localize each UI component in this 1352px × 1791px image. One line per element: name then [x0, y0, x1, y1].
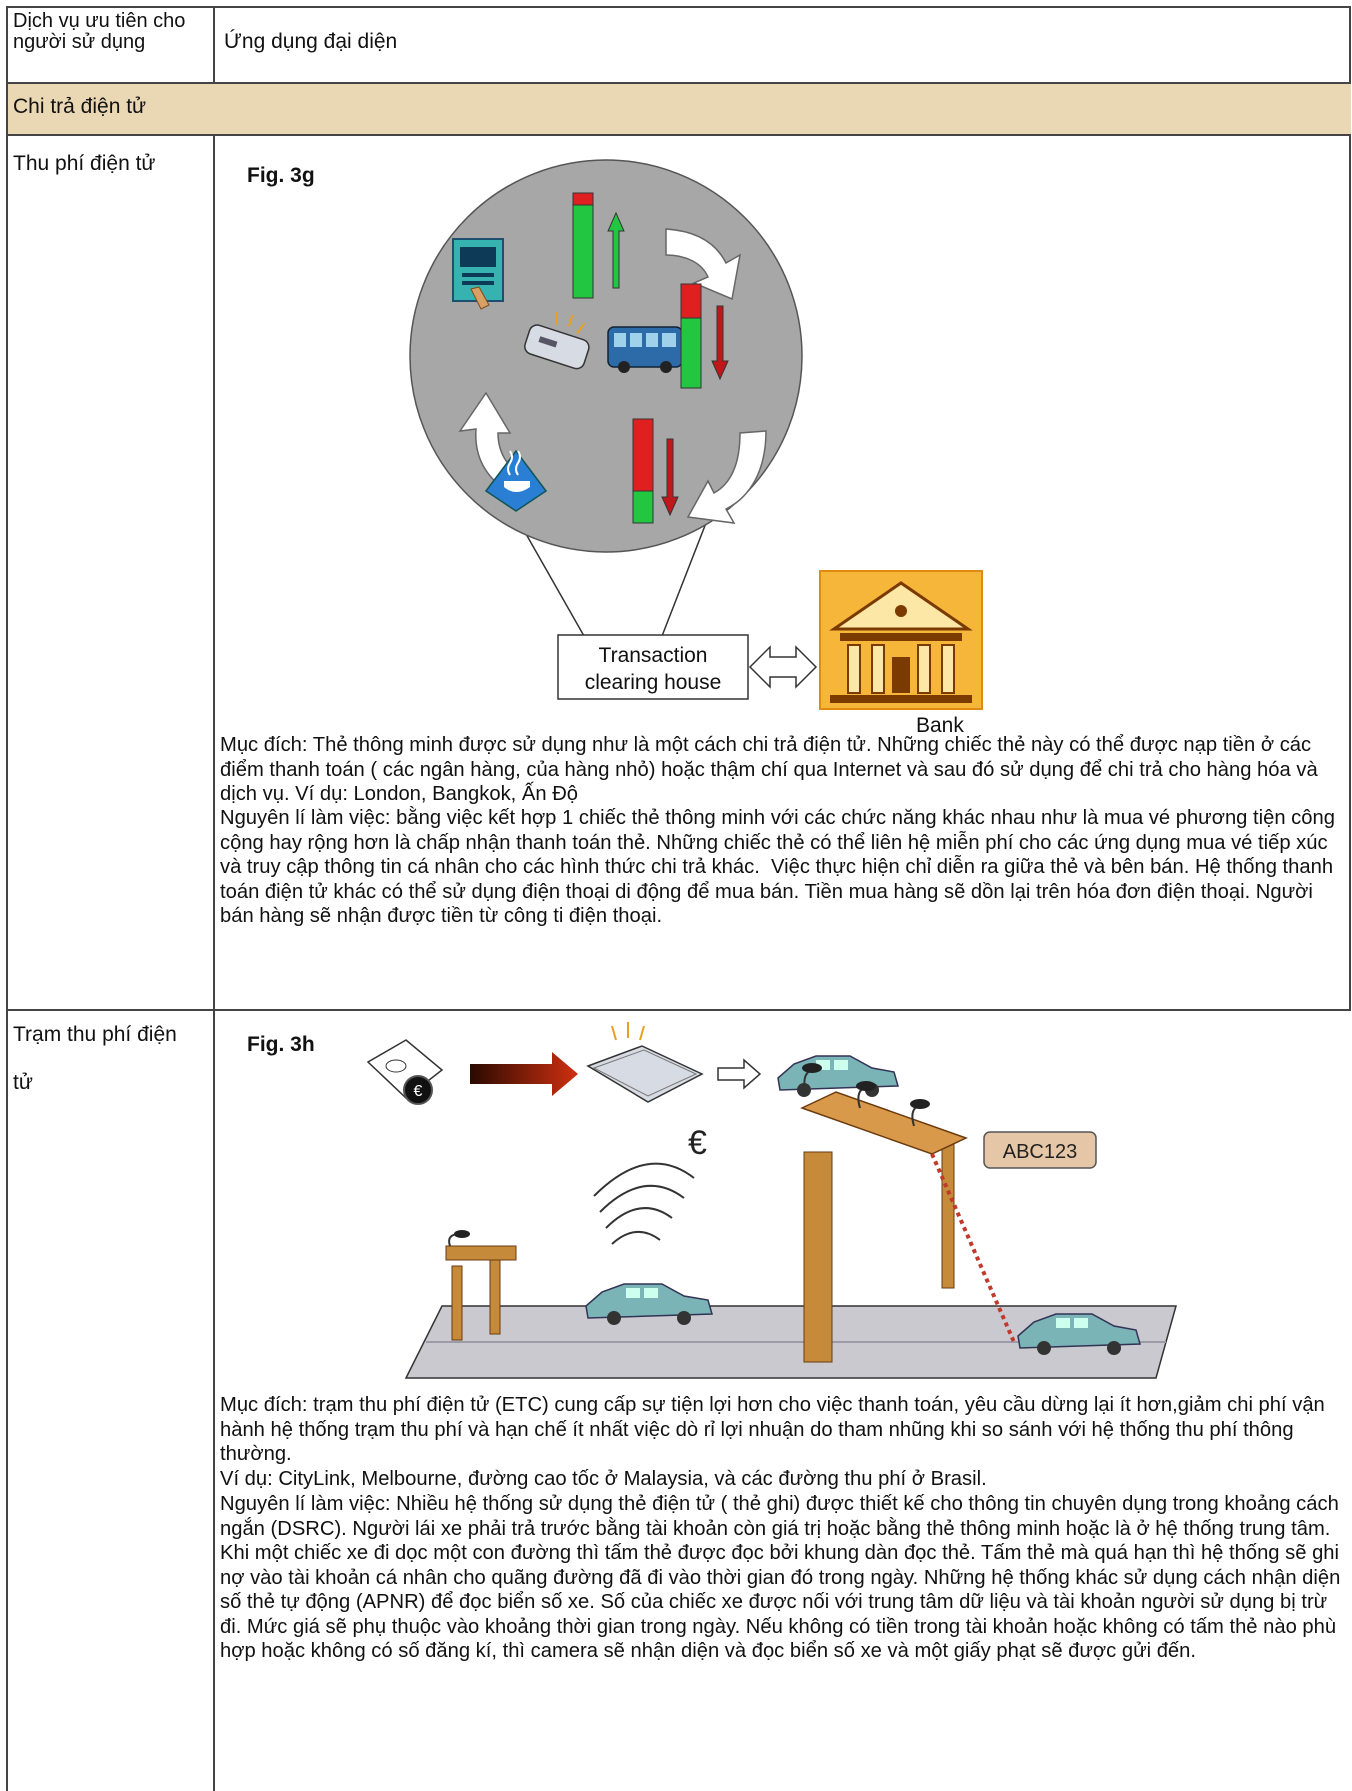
fig-3h-label: Fig. 3h — [247, 1033, 315, 1056]
cycle-arrow-topright-icon — [665, 228, 742, 301]
big-gantry-icon — [800, 1063, 968, 1363]
table-border-row1 — [6, 1009, 1351, 1011]
column-divider-upper — [213, 6, 215, 84]
money-icon: € — [366, 1039, 444, 1105]
clearing-house-box — [557, 634, 749, 700]
small-arrow-icon — [717, 1058, 762, 1090]
column-divider-lower — [213, 134, 215, 1791]
smart-card-icon — [524, 312, 590, 370]
arrow-down-red-icon — [711, 305, 729, 381]
fig-3g-label: Fig. 3g — [247, 164, 315, 187]
cycle-arrow-bottomright-icon — [686, 430, 767, 524]
row2-label-line1: Trạm thu phí điện — [13, 1023, 177, 1046]
camera-beam-line — [930, 1153, 1016, 1343]
smart-card-icon-2 — [586, 1022, 704, 1103]
arrow-up-green-icon — [607, 211, 625, 289]
row1-label: Thu phí điện tử — [13, 152, 156, 175]
wireless-signal-icon — [593, 1162, 695, 1245]
document-table: Dịch vụ ưu tiên cho người sử dụng Ứng dụ… — [6, 6, 1351, 1791]
car-icon-2 — [585, 1283, 713, 1325]
table-border-header — [6, 82, 1351, 84]
row1-paragraph-2: Nguyên lí làm việc: bằng việc kết hợp 1 … — [220, 807, 1341, 927]
fig-3g-diagram: Transaction clearing house Bank — [409, 159, 983, 737]
arrow-down-red-icon-2 — [661, 438, 679, 517]
row2-paragraph-1: Mục đích: trạm thu phí điện tử (ETC) cun… — [220, 1394, 1331, 1465]
double-arrow-icon — [748, 645, 818, 689]
license-plate-box — [983, 1131, 1097, 1169]
small-gantry-icon — [445, 1230, 517, 1341]
payment-arrow-icon — [470, 1052, 578, 1096]
header-col2: Ứng dụng đại diện — [224, 30, 398, 53]
bank-label: Bank — [916, 714, 964, 737]
clearing-house-line1: Transaction — [599, 644, 708, 667]
euro-symbol: € — [688, 1124, 707, 1162]
table-border-right-lower — [1349, 134, 1351, 1011]
header-col1: Dịch vụ ưu tiên cho người sử dụng — [13, 10, 186, 53]
row2-paragraph-3: Nguyên lí làm việc: Nhiều hệ thống sử dụ… — [220, 1493, 1346, 1662]
row2-paragraph-2: Ví dụ: CityLink, Melbourne, đường cao tố… — [220, 1468, 987, 1490]
car-icon-3 — [1017, 1313, 1141, 1355]
table-border-top — [6, 6, 1351, 8]
atm-icon — [452, 238, 504, 310]
svg-text:€: € — [414, 1083, 423, 1100]
section-title: Chi trả điện tử — [13, 95, 147, 118]
table-border-right — [1349, 6, 1351, 84]
balance-bar-bottom-red — [632, 418, 654, 492]
table-border-left — [6, 6, 8, 1791]
balance-bar-bottom-green — [632, 490, 654, 524]
coffee-shop-icon — [484, 449, 548, 512]
row1-paragraph-1: Mục đích: Thẻ thông minh được sử dụng nh… — [220, 734, 1324, 805]
table-border-section — [6, 134, 1351, 136]
balance-bar-top-green — [572, 204, 594, 299]
bank-icon — [819, 570, 983, 710]
section-band — [6, 83, 1351, 135]
car-icon-1 — [777, 1055, 899, 1097]
balance-bar-right-red — [680, 283, 702, 319]
row2-label-line2: tử — [13, 1071, 33, 1094]
fig-3h-diagram: € — [366, 1022, 1177, 1379]
bus-icon — [607, 326, 683, 373]
balance-bar-right-green — [680, 317, 702, 389]
balance-bar-top-red — [572, 192, 594, 206]
clearing-house-line2: clearing house — [585, 671, 722, 694]
license-plate-text: ABC123 — [1003, 1141, 1078, 1163]
